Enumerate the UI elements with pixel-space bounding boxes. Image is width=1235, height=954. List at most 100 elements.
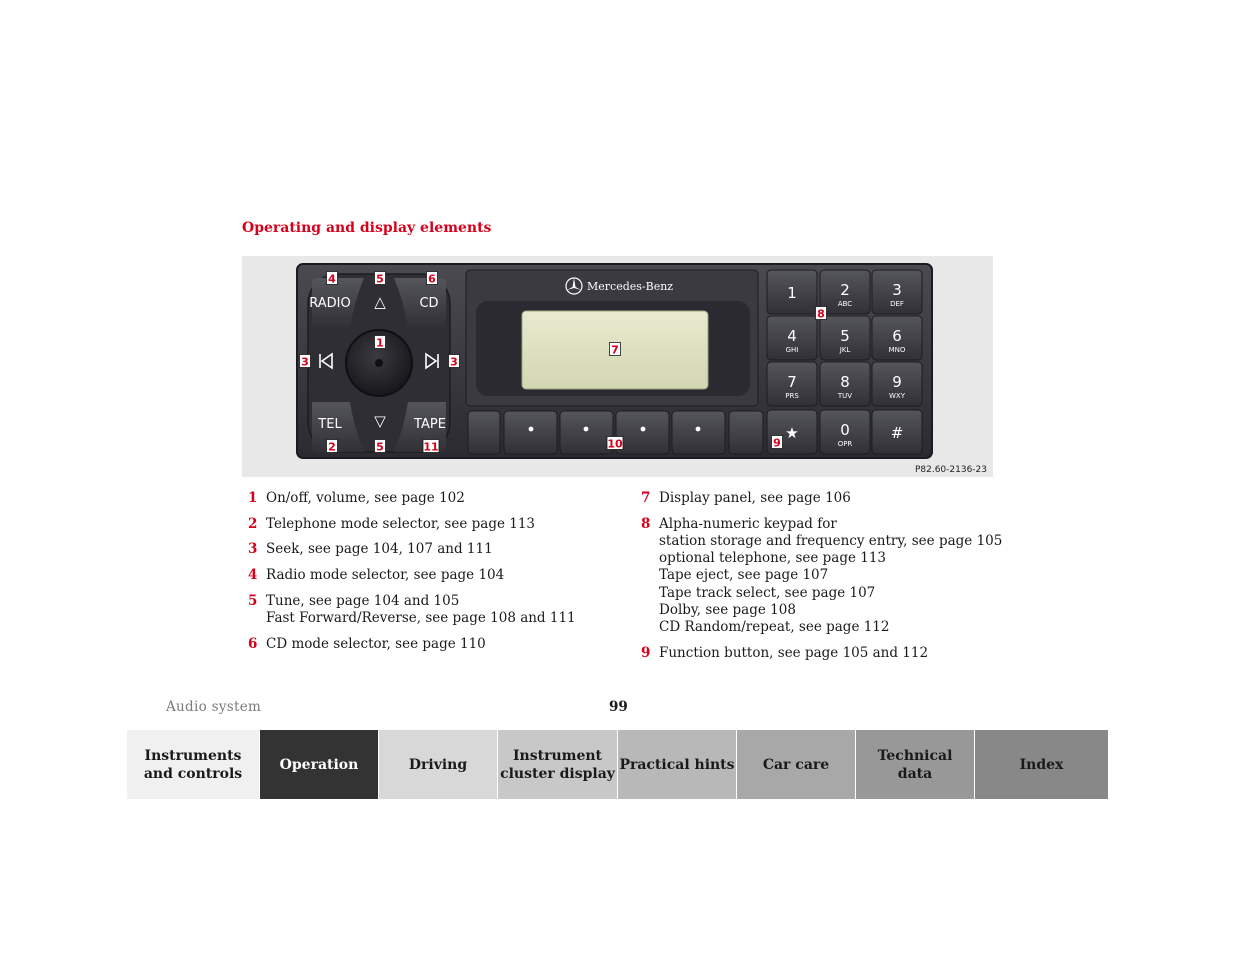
legend-number: 9 — [641, 644, 651, 661]
keypad-key-number: 5 — [840, 327, 850, 345]
legend-number: 3 — [248, 541, 258, 558]
callout-marker: 8 — [815, 306, 827, 320]
tune-up-icon[interactable]: △ — [374, 293, 386, 311]
nav-tab-practical-hints[interactable]: Practical hints — [617, 730, 736, 799]
legend-number: 8 — [641, 515, 651, 532]
radio-button[interactable] — [312, 278, 364, 328]
nav-tab-index[interactable]: Index — [974, 730, 1108, 799]
svg-text:9: 9 — [773, 436, 781, 449]
seek-forward-icon[interactable] — [425, 352, 439, 370]
preset-key-4[interactable] — [671, 410, 726, 455]
keypad-key-letters: DEF — [890, 300, 904, 308]
keypad-key-number: 2 — [840, 281, 850, 299]
figure-code: P82.60-2136-23 — [914, 465, 987, 475]
tune-down-icon[interactable]: ▽ — [374, 412, 386, 430]
legend-text: Function button, see page 105 and 112 — [659, 644, 929, 661]
keypad-key-letters: WXY — [889, 392, 906, 400]
svg-text:5: 5 — [376, 272, 384, 285]
svg-text:3: 3 — [450, 355, 458, 368]
keypad-key[interactable]: # — [871, 409, 923, 455]
svg-text:1: 1 — [376, 336, 384, 349]
cd-label: CD — [419, 296, 438, 311]
nav-tab-operation[interactable]: Operation — [259, 730, 378, 799]
svg-text:7: 7 — [611, 343, 619, 356]
callout-marker: 3 — [448, 354, 460, 368]
preset-key-right[interactable] — [728, 410, 764, 455]
callout-marker: 6 — [426, 271, 438, 285]
callout-marker: 9 — [771, 435, 783, 449]
keypad-key-number: 8 — [840, 373, 850, 391]
legend-text: Telephone mode selector, see page 113 — [266, 515, 536, 532]
legend-text: Seek, see page 104, 107 and 111 — [266, 541, 493, 558]
keypad-key-number: # — [891, 424, 904, 442]
legend-number: 1 — [248, 490, 258, 506]
knob-center — [375, 359, 383, 367]
legend-text: Radio mode selector, see page 104 — [266, 567, 505, 584]
svg-text:8: 8 — [817, 307, 825, 320]
callout-marker: 10 — [606, 436, 624, 450]
svg-text:10: 10 — [607, 437, 623, 450]
legend-number: 5 — [248, 592, 258, 609]
legend-item: 9 Function button, see page 105 and 112 — [641, 645, 1001, 662]
svg-text:2: 2 — [328, 440, 336, 453]
callout-marker: 4 — [326, 271, 338, 285]
tel-button[interactable] — [312, 402, 364, 452]
preset-key-1[interactable] — [503, 410, 558, 455]
keypad-key-number: 4 — [787, 327, 797, 345]
radio-label: RADIO — [309, 296, 350, 311]
svg-text:11: 11 — [423, 440, 438, 453]
legend-text: CD mode selector, see page 110 — [266, 635, 486, 652]
preset-key-left[interactable] — [467, 410, 501, 455]
keypad-key-letters: TUV — [837, 392, 852, 400]
legend-item: 2 Telephone mode selector, see page 113 — [248, 516, 608, 533]
svg-text:3: 3 — [301, 355, 309, 368]
callout-marker: 7 — [609, 342, 621, 356]
legend-text: On/off, volume, see page 102 — [266, 490, 465, 506]
svg-text:4: 4 — [328, 272, 336, 285]
callout-marker: 11 — [422, 439, 440, 453]
keypad-key-letters: PRS — [785, 392, 799, 400]
callout-marker: 5 — [374, 271, 386, 285]
keypad-key-letters: JKL — [839, 346, 851, 354]
cd-button[interactable] — [394, 278, 446, 328]
nav-tab-driving[interactable]: Driving — [378, 730, 497, 799]
preset-key-3[interactable] — [615, 410, 670, 455]
keypad-key-letters: MNO — [889, 346, 906, 354]
brand-name: Mercedes-Benz — [587, 280, 673, 293]
keypad-key-letters: OPR — [838, 440, 853, 448]
keypad-key-number: 3 — [892, 281, 902, 299]
legend-number: 2 — [248, 515, 258, 532]
preset-key-2[interactable] — [559, 410, 614, 455]
section-title: Operating and display elements — [242, 220, 492, 236]
keypad-key-letters: GHI — [786, 346, 799, 354]
keypad-key-letters: ABC — [838, 300, 852, 308]
callout-marker: 2 — [326, 439, 338, 453]
tel-label: TEL — [317, 417, 342, 432]
keypad-key-number: 7 — [787, 373, 797, 391]
legend-left: 1 On/off, volume, see page 102 2 Telephone … — [248, 490, 608, 661]
legend-item: 3 Seek, see page 104, 107 and 111 — [248, 541, 608, 558]
nav-tab-car-care[interactable]: Car care — [736, 730, 855, 799]
keypad-key[interactable]: 1 — [766, 269, 818, 315]
radio-figure: RADIO CD TEL TAPE △ ▽ Mercedes-Benz — [242, 256, 993, 477]
seek-back-icon[interactable] — [319, 352, 333, 370]
